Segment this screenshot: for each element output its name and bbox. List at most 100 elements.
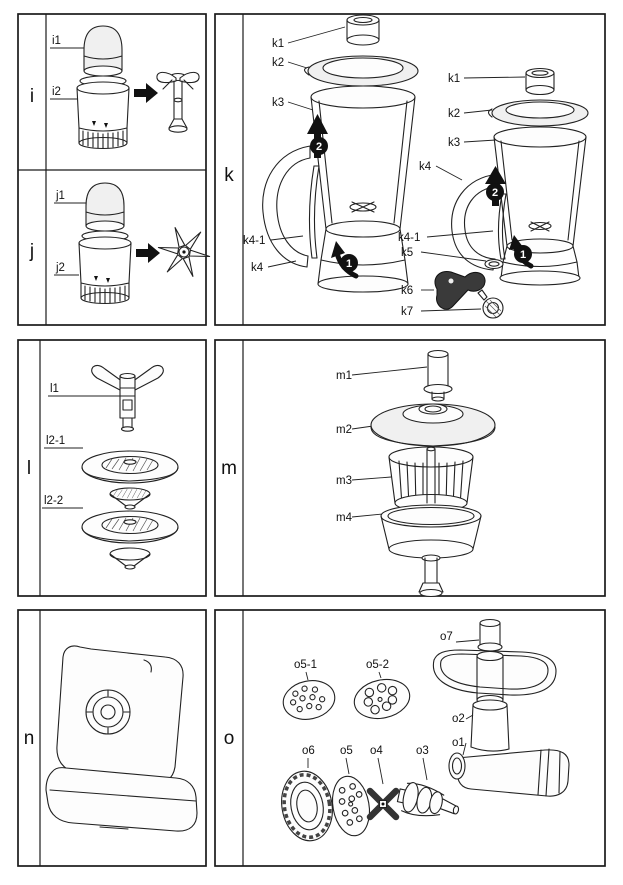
part-label-k5: k5 <box>401 247 487 262</box>
svg-text:j1: j1 <box>55 190 65 202</box>
chopper-bowl-illustration <box>76 75 130 150</box>
svg-text:m1: m1 <box>336 370 352 382</box>
svg-text:i2: i2 <box>52 86 61 98</box>
part-label-k2-left: k2 <box>272 57 308 69</box>
svg-text:o5-2: o5-2 <box>366 659 389 671</box>
mincer-disc-fine-illustration <box>282 680 336 720</box>
blender-lid-illustration <box>303 55 419 87</box>
panel-i: i i1 i2 <box>30 25 200 150</box>
svg-text:o5: o5 <box>340 745 353 757</box>
part-label-o5: o5 <box>340 745 353 775</box>
svg-text:k2: k2 <box>272 57 284 69</box>
svg-text:o7: o7 <box>440 631 453 643</box>
part-label-m3: m3 <box>336 475 392 487</box>
part-label-l2-1: l2-1 <box>44 435 83 449</box>
knob-illustration <box>477 289 504 319</box>
part-label-o6: o6 <box>302 745 315 768</box>
panel-k: k k1 k2 k3 k4-1 k4 <box>224 14 589 319</box>
panel-o: o o7 o5-1 o5-2 o2 o1 o6 o5 <box>224 618 570 842</box>
slicing-disc-illustration <box>81 510 179 570</box>
part-label-j2: j2 <box>54 262 79 276</box>
part-label-k1-left: k1 <box>272 26 346 50</box>
svg-text:m4: m4 <box>336 512 353 524</box>
part-label-l1: l1 <box>48 383 120 397</box>
blender-right-assembly: k1 k2 k3 k4 k4-1 k5 <box>398 67 589 319</box>
replace-arrow-icon <box>136 243 160 263</box>
svg-text:1: 1 <box>346 258 352 270</box>
grinder-drive-unit-illustration <box>45 645 198 832</box>
step-badge-1-left: 1 <box>340 254 358 272</box>
svg-text:k3: k3 <box>272 97 284 109</box>
mincer-body-illustration <box>448 699 570 797</box>
panel-letter-i: i <box>30 86 34 107</box>
svg-text:o4: o4 <box>370 745 383 757</box>
feed-tray-pusher-illustration <box>432 618 557 706</box>
filter-basket-illustration <box>388 446 474 513</box>
part-label-i1: i1 <box>50 35 84 49</box>
handle-strip-illustration <box>308 165 320 259</box>
part-label-l2-2: l2-2 <box>42 495 83 509</box>
part-label-k4-left: k4 <box>251 260 297 274</box>
blender-jug-illustration <box>310 85 416 293</box>
mincer-disc-coarse-illustration <box>353 678 411 720</box>
panel-letter-k: k <box>224 165 234 186</box>
blade-coupling-illustration <box>434 270 486 310</box>
panel-letter-n: n <box>24 728 35 749</box>
svg-text:o2: o2 <box>452 713 465 725</box>
part-label-o1: o1 <box>452 737 467 756</box>
svg-text:l2-1: l2-1 <box>46 435 65 447</box>
worm-screw-illustration <box>396 781 460 817</box>
svg-text:k4: k4 <box>251 262 264 274</box>
panel-l: l l1 l2-1 l2-2 <box>27 364 179 570</box>
svg-text:l1: l1 <box>50 383 59 395</box>
step-badge-2-right: 2 <box>486 183 504 201</box>
blender-cap-illustration <box>346 14 380 46</box>
part-label-m2: m2 <box>336 424 374 436</box>
panel-m: m m1 m2 m3 m4 <box>221 349 496 598</box>
part-label-o5-1: o5-1 <box>294 659 317 681</box>
part-label-o7: o7 <box>440 631 480 643</box>
svg-text:k7: k7 <box>401 306 413 318</box>
juicer-bowl-illustration <box>380 504 482 598</box>
part-label-k3-left: k3 <box>272 97 314 111</box>
part-label-o5-2: o5-2 <box>366 659 389 679</box>
attach-arrow-curve-head-icon <box>331 241 345 258</box>
blender-lid-illustration <box>487 99 589 127</box>
blender-handle-illustration <box>262 145 311 268</box>
panel-n: n <box>24 645 198 832</box>
svg-text:k3: k3 <box>448 137 460 149</box>
shredding-disc-illustration <box>81 450 179 510</box>
panel-letter-l: l <box>27 458 31 479</box>
svg-text:k4-1: k4-1 <box>243 235 265 247</box>
part-label-m4: m4 <box>336 512 384 524</box>
part-label-k1-right: k1 <box>448 73 526 85</box>
svg-text:k1: k1 <box>272 38 284 50</box>
replace-arrow-icon <box>134 83 158 103</box>
panel-letter-m: m <box>221 458 237 479</box>
svg-text:o3: o3 <box>416 745 429 757</box>
part-label-k4-right: k4 <box>419 161 463 181</box>
svg-text:o1: o1 <box>452 737 465 749</box>
part-label-k7: k7 <box>401 306 482 318</box>
svg-text:k4: k4 <box>419 161 432 173</box>
svg-text:2: 2 <box>316 141 322 153</box>
part-label-k3-right: k3 <box>448 137 497 149</box>
svg-text:k5: k5 <box>401 247 413 259</box>
blender-cap-illustration <box>525 67 555 96</box>
svg-text:2: 2 <box>492 187 498 199</box>
svg-text:o5-1: o5-1 <box>294 659 317 671</box>
svg-text:j2: j2 <box>55 262 65 274</box>
blender-left-assembly: k1 k2 k3 k4-1 k4 <box>243 14 419 293</box>
part-label-k6: k6 <box>401 285 434 297</box>
part-label-o4: o4 <box>370 745 384 785</box>
svg-text:m3: m3 <box>336 475 352 487</box>
chopper-lid-illustration <box>85 182 125 232</box>
step-badge-1-right: 1 <box>514 245 532 263</box>
panel-letter-o: o <box>224 728 235 749</box>
part-label-k4-1-right: k4-1 <box>398 230 494 244</box>
chopper-blade-illustration <box>156 71 200 133</box>
juicer-lid-illustration <box>370 403 496 447</box>
panel-letter-j: j <box>29 241 34 262</box>
